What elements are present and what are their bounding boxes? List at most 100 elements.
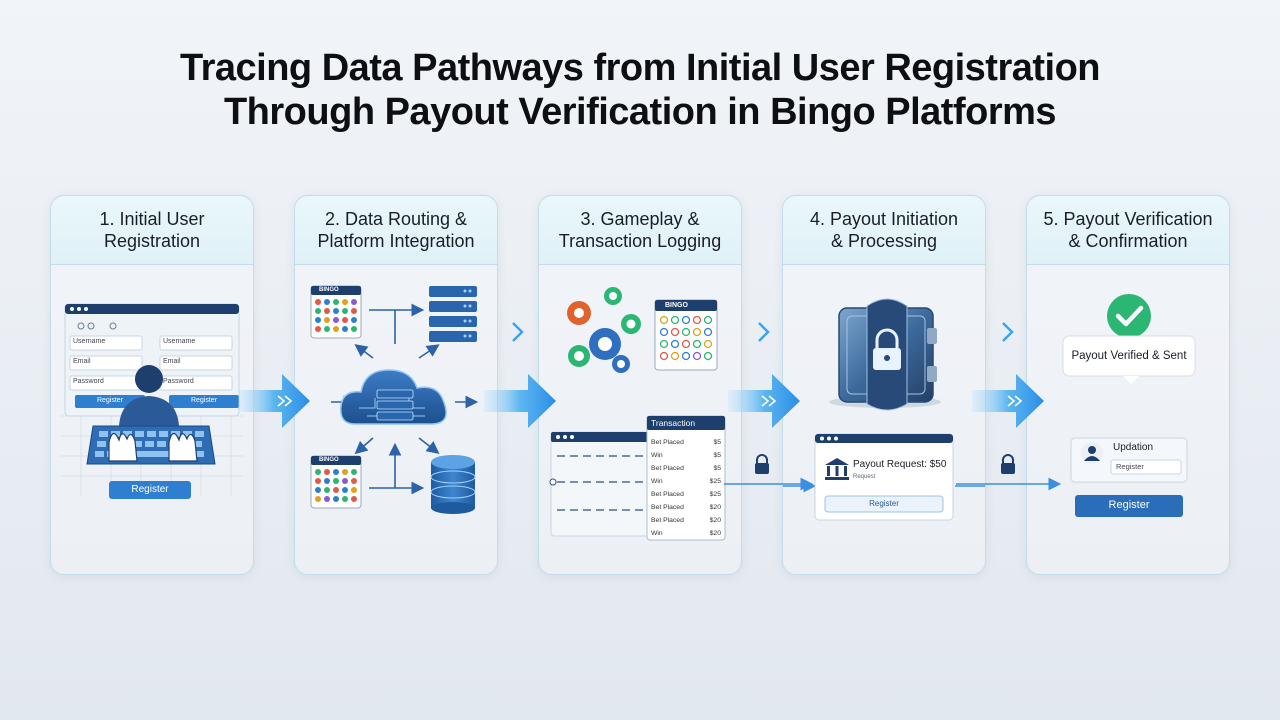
form-register-button[interactable]: Register [96,397,124,404]
chevron-right-icon-2 [758,322,770,342]
payout-request-window [814,433,954,521]
bingo-balls-icon [567,287,641,373]
transaction-row: Bet Placed $20 [651,501,721,514]
vault-lock-icon [829,298,941,411]
page-title: Tracing Data Pathways from Initial User … [0,46,1280,134]
transaction-row-label: Win [651,530,663,537]
keyboard-register-button[interactable]: Register [131,484,169,495]
update-title: Updation [1113,442,1154,453]
stage-1-title-line-1: 1. Initial User [99,209,205,229]
transaction-panel [646,415,726,541]
bank-icon [825,458,849,480]
server-rack-icon [429,286,477,342]
stage-4-title-line-1: 4. Payout Initiation [809,209,959,229]
stage-3-title-line-2: Transaction Logging [558,231,722,251]
page-title-line-2: Through Payout Verification in Bingo Pla… [223,91,1057,133]
stage-1-card: 1. Initial User Registration [50,195,254,575]
transaction-log-window [549,431,662,537]
field-username-label-2[interactable]: Username [163,338,196,345]
keyboard-icon [86,425,216,465]
check-icon [1107,294,1151,338]
transaction-row-label: Win [651,478,663,485]
stage-4-header: 4. Payout Initiation & Processing [783,196,985,265]
user-avatar-icon [119,365,179,426]
transaction-row-amount: $20 [709,504,721,511]
flow-arrow-2 [484,374,556,428]
stage-5-header: 5. Payout Verification & Confirmation [1027,196,1229,265]
verified-text: Payout Verified & Sent [1071,350,1187,362]
chevron-right-icon-3 [1002,322,1014,342]
verified-bubble [1062,335,1196,384]
bingo-card-icon [310,285,362,339]
field-password-label[interactable]: Password [73,378,104,385]
transaction-row-label: Bet Placed [651,439,684,446]
transaction-row-label: Bet Placed [651,465,684,472]
stage-4-illustration [783,298,985,521]
stage-5-illustration [1062,294,1196,517]
transaction-row: Win$25 [651,475,721,488]
transaction-row: Bet Placed $5 [651,436,721,449]
stage-4-title-line-2: & Processing [830,231,938,251]
field-username-label[interactable]: Username [73,338,106,345]
bingo-card-icon-3 [654,299,718,371]
stage-2-illustration [310,285,479,514]
database-icon [430,455,476,514]
payout-request-subtext: Request [853,474,876,480]
page-title-line-1: Tracing Data Pathways from Initial User … [179,47,1101,89]
chevron-right-icon [512,322,524,342]
transaction-panel-title: Transaction [651,418,696,428]
transaction-row-label: Bet Placed [651,517,684,524]
stage-4-card: 4. Payout Initiation & Processing [782,195,986,575]
bingo-card-label-2: BINGO [319,457,339,463]
transaction-row-amount: $20 [709,517,721,524]
update-field[interactable]: Register [1116,462,1144,471]
form-register-button-2[interactable]: Register [190,397,218,404]
stage-5-card: 5. Payout Verification & Confirmation [1026,195,1230,575]
user-icon [1081,442,1103,464]
stage-5-title-line-2: & Confirmation [1068,231,1188,251]
stage-3-card: 3. Gameplay & Transaction Logging [538,195,742,575]
transaction-row: Win $20 [651,527,721,540]
bingo-card-label: BINGO [319,287,339,293]
transaction-row-label: Bet Placed [651,491,684,498]
flow-arrow-4 [972,374,1044,428]
bingo-card-label-3: BINGO [665,302,688,309]
transaction-row-label: Win [651,452,663,459]
field-password-label-2[interactable]: Password [163,378,194,385]
stage-2-header: 2. Data Routing & Platform Integration [295,196,497,265]
transaction-row-label: Bet Placed [651,504,684,511]
stage-3-title-line-1: 3. Gameplay & [580,209,700,229]
stage-5-title-line-1: 5. Payout Verification [1043,209,1213,229]
flow-arrow-3 [728,374,800,428]
bingo-card-icon-2 [310,455,362,509]
payout-request-button[interactable]: Register [869,499,899,508]
transaction-row-amount: $20 [709,530,721,537]
register-button[interactable]: Register [1108,499,1150,511]
lock-icon-2 [1001,454,1015,474]
stage-2-card: 2. Data Routing & Platform Integration [294,195,498,575]
lock-icon [755,454,769,474]
cloud-icon [340,369,447,425]
transaction-row-amount: $5 [713,465,721,472]
transaction-row: Bet Placed $5 [651,462,721,475]
register-button-bg [1075,495,1183,517]
stage-1-illustration [61,303,243,499]
payout-request-text: Payout Request: $50 [853,459,947,470]
field-email-label-2[interactable]: Email [163,358,181,365]
stage-3-header: 3. Gameplay & Transaction Logging [539,196,741,265]
stage-2-title-line-2: Platform Integration [317,231,475,251]
stage-1-title-line-2: Registration [103,231,201,251]
update-panel [1070,437,1188,483]
transaction-row-amount: $5 [713,452,721,459]
transaction-row-amount: $5 [713,439,721,446]
transaction-row-amount: $25 [709,491,721,498]
transaction-row: Win $5 [651,449,721,462]
field-email-label[interactable]: Email [73,358,91,365]
transaction-row: Bet Placed $25 [651,488,721,501]
stage-2-title-line-1: 2. Data Routing & [324,209,468,229]
secure-link-2 [956,454,1062,491]
registration-form-window [64,303,240,417]
secure-link-1 [724,454,814,491]
flow-arrow-1 [238,374,310,428]
stage-1-header: 1. Initial User Registration [51,196,253,265]
